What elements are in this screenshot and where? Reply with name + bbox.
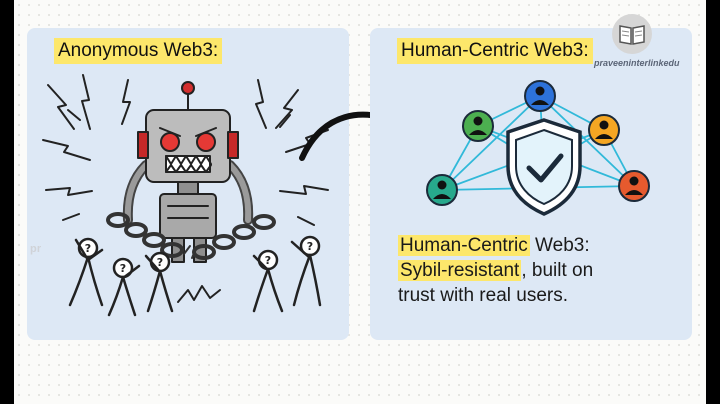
trust-network-diagram	[426, 80, 650, 216]
svg-text:?: ?	[157, 256, 163, 269]
slide: Anonymous Web3: pr	[14, 0, 706, 404]
svg-text:?: ?	[120, 262, 126, 275]
svg-text:?: ?	[85, 242, 91, 255]
human-centric-description: Human-Centric Web3: Sybil-resistant, bui…	[398, 235, 594, 306]
human-centric-web3-title: Human-Centric Web3:	[397, 38, 593, 64]
svg-text:?: ?	[265, 254, 271, 267]
highlight-sybil-resistant: Sybil-resistant	[398, 260, 522, 281]
svg-text:?: ?	[307, 240, 313, 253]
broken-chain-icon	[106, 212, 276, 260]
lightning-icon	[42, 74, 329, 226]
brand-logo	[612, 14, 652, 54]
anonymous-web3-title: Anonymous Web3:	[54, 38, 223, 64]
confused-person-icon	[68, 235, 322, 317]
open-book-icon	[619, 25, 645, 45]
shield-check-icon	[506, 118, 582, 216]
watermark-text: pr	[30, 243, 42, 255]
highlight-human-centric: Human-Centric	[398, 235, 530, 256]
angry-robot-illustration: ? ? ? ? ?	[42, 74, 329, 317]
brand-name: praveeninterlinkedu	[594, 58, 680, 68]
